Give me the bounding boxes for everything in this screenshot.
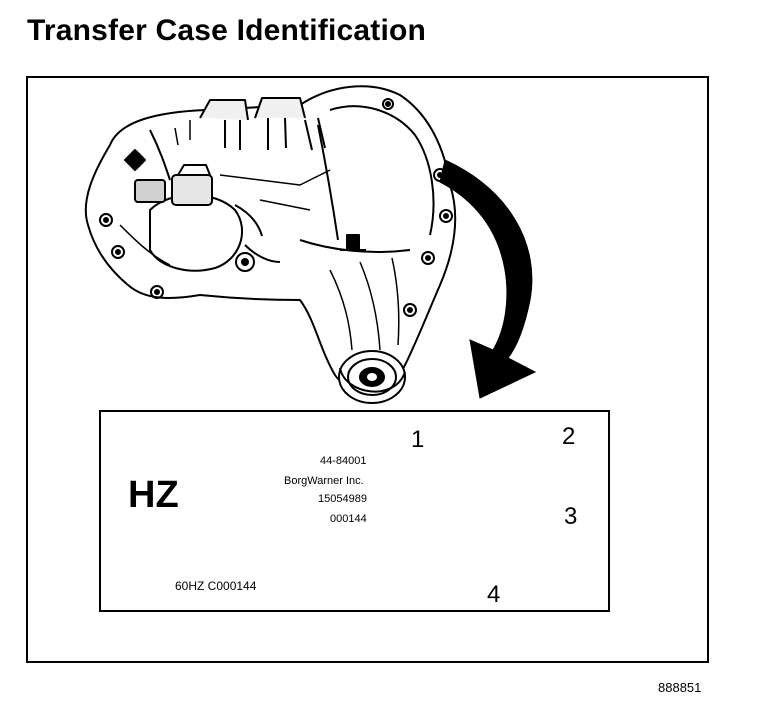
transfer-case-drawing xyxy=(84,85,457,404)
gm-part-number: 15054989 xyxy=(318,493,367,505)
direction-arrow xyxy=(439,159,537,399)
figure-number: 888851 xyxy=(658,680,702,695)
identification-tag xyxy=(99,410,610,612)
callout-3: 3 xyxy=(564,503,578,530)
barcode-text: 60HZ C000144 xyxy=(175,579,257,593)
callout-4: 4 xyxy=(487,581,501,608)
serial-number: 000144 xyxy=(330,513,367,525)
illustration-frame xyxy=(26,76,709,663)
model-code: HZ xyxy=(128,474,179,516)
callout-1: 1 xyxy=(411,426,425,453)
page-title: Transfer Case Identification xyxy=(27,14,427,47)
part-number: 44-84001 xyxy=(320,455,367,467)
manufacturer-name: BorgWarner Inc. xyxy=(284,475,364,487)
callout-2: 2 xyxy=(562,423,576,450)
